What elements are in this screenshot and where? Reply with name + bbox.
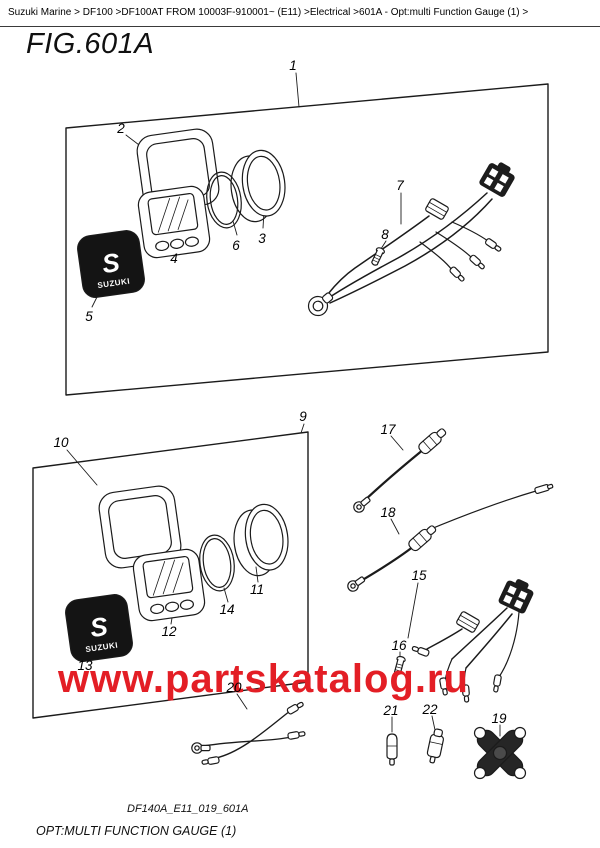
callout-6: 6 bbox=[232, 238, 240, 253]
callout-10: 10 bbox=[53, 435, 69, 450]
part-bulb-21 bbox=[386, 733, 398, 766]
callout-7: 7 bbox=[396, 178, 404, 193]
callout-16: 16 bbox=[391, 638, 407, 653]
part-sensor-cable-17 bbox=[351, 425, 449, 515]
part-cover-13 bbox=[63, 592, 135, 664]
bullet-terminal bbox=[410, 644, 431, 658]
bullet-terminal bbox=[286, 729, 307, 741]
bullet-terminal bbox=[468, 253, 487, 272]
callout-14: 14 bbox=[219, 602, 234, 617]
breadcrumb[interactable]: Suzuki Marine > DF100 >DF100AT FROM 1000… bbox=[8, 7, 529, 18]
part-bezel-ring-3 bbox=[225, 146, 291, 226]
parts-group-box-9 bbox=[32, 431, 309, 719]
callout-22: 22 bbox=[421, 702, 438, 717]
figure-title: FIG.601A bbox=[26, 28, 155, 60]
part-connector-22 bbox=[424, 727, 446, 765]
part-lead-wire-20 bbox=[191, 700, 307, 767]
callouts: 1 2 3 4 5 6 7 8 9 10 11 12 13 14 15 16 1… bbox=[53, 58, 507, 726]
ring-terminal bbox=[345, 573, 368, 594]
callout-2: 2 bbox=[116, 121, 125, 136]
part-sensor-cable-18 bbox=[345, 482, 554, 594]
callout-9: 9 bbox=[299, 409, 307, 424]
callout-5: 5 bbox=[85, 309, 93, 324]
bullet-terminal bbox=[448, 265, 467, 284]
part-bezel-ring-11 bbox=[228, 500, 294, 580]
callout-4: 4 bbox=[170, 251, 178, 266]
drawing-code: DF140A_E11_019_601A bbox=[127, 803, 249, 815]
callout-15: 15 bbox=[411, 568, 427, 583]
figure-caption: OPT:MULTI FUNCTION GAUGE (1) bbox=[36, 824, 237, 838]
bullet-terminal bbox=[200, 755, 221, 767]
callout-18: 18 bbox=[380, 505, 396, 520]
multi-pin-connector bbox=[478, 157, 519, 198]
callout-20: 20 bbox=[225, 680, 242, 695]
callout-13: 13 bbox=[77, 658, 93, 673]
part-gauge-face-4 bbox=[136, 184, 212, 260]
bullet-terminal bbox=[484, 237, 503, 254]
callout-17: 17 bbox=[380, 422, 396, 437]
bullet-terminal bbox=[491, 673, 503, 694]
callout-3: 3 bbox=[258, 231, 266, 246]
callout-19: 19 bbox=[491, 711, 507, 726]
part-gauge-face-12 bbox=[131, 547, 207, 623]
callout-12: 12 bbox=[161, 624, 177, 639]
callout-8: 8 bbox=[381, 227, 389, 242]
callout-21: 21 bbox=[382, 703, 398, 718]
callout-11: 11 bbox=[250, 582, 264, 597]
inline-connector bbox=[416, 425, 449, 457]
callout-1: 1 bbox=[289, 58, 297, 73]
ring-terminal bbox=[191, 742, 211, 754]
part-harness-7 bbox=[304, 157, 519, 320]
part-harness-15 bbox=[410, 575, 537, 703]
parts-group-box-1 bbox=[65, 83, 549, 396]
watermark: www.partskatalog.ru bbox=[57, 657, 469, 701]
header-divider bbox=[0, 26, 600, 27]
part-cover-5 bbox=[75, 228, 147, 300]
round-plug bbox=[304, 287, 338, 320]
multi-pin-connector bbox=[497, 575, 537, 615]
inline-connector bbox=[406, 522, 439, 554]
bullet-terminal bbox=[285, 700, 305, 716]
tiny-plug bbox=[533, 482, 554, 495]
diagram-linework bbox=[32, 72, 554, 780]
